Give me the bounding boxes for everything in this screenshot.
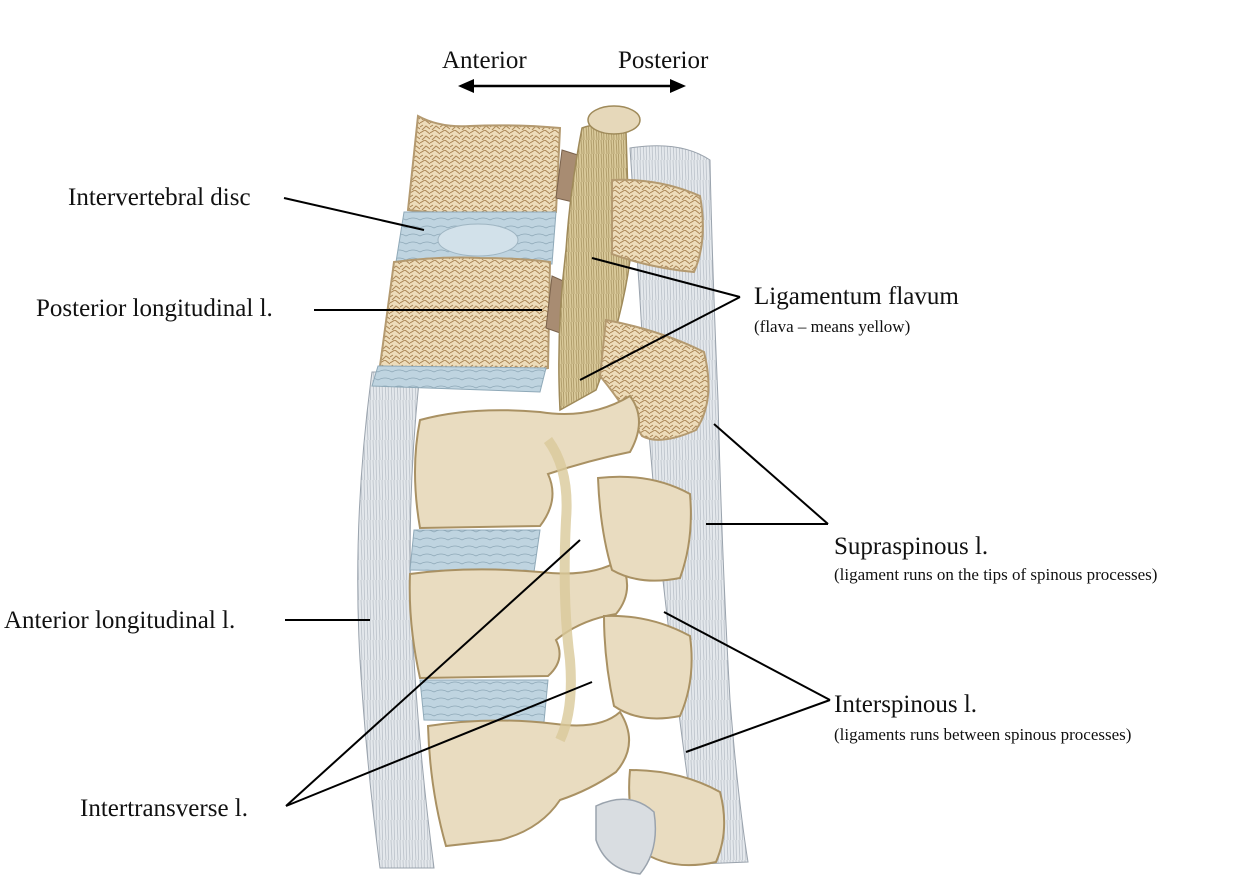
leader-intertransverse-1 [285,539,581,807]
ligamentum-flavum-label: Ligamentum flavum [754,283,959,310]
leader-interspinous-1 [663,611,831,701]
leader-interspinous-2 [685,699,831,753]
ligamentum-flavum-note: (flava – means yellow) [754,317,911,336]
anterior-longitudinal-ligament-shape [357,371,435,869]
intervertebral-disc-label: Intervertebral disc [68,184,251,211]
sectioned-vertebral-bodies [371,114,562,393]
interspinous-note: (ligaments runs between spinous processe… [834,725,1132,744]
anterior-label: Anterior [442,47,527,74]
posterior-label: Posterior [618,47,709,74]
interspinous-label: Interspinous l. [834,691,978,718]
leader-ligamentum-flavum-2 [579,296,741,381]
leader-intertransverse-2 [285,681,593,807]
supraspinous-label: Supraspinous l. [834,533,989,560]
leader-supraspinous-1 [713,423,829,525]
supraspinous-note: (ligament runs on the tips of spinous pr… [834,565,1158,584]
leader-lines [283,197,831,807]
leader-intervertebral-disc [283,197,425,231]
leader-ligamentum-flavum-1 [591,257,741,298]
intertransverse-label: Intertransverse l. [80,795,248,822]
posterior-longitudinal-label: Posterior longitudinal l. [36,295,273,322]
orientation-arrow [458,79,686,93]
lower-vertebrae [408,394,726,875]
anterior-longitudinal-label: Anterior longitudinal l. [4,607,236,634]
